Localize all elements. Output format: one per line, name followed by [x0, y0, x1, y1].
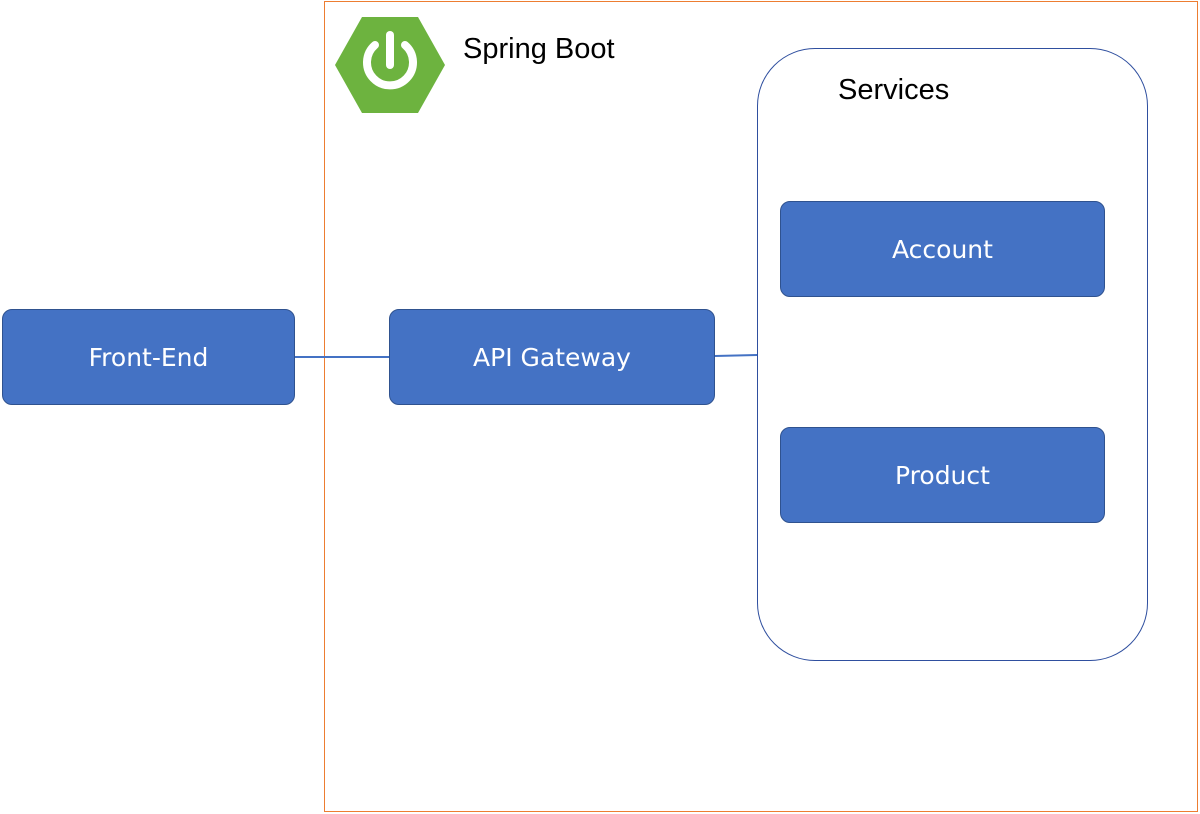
product-service-node: Product	[780, 427, 1105, 523]
frontend-node: Front-End	[2, 309, 295, 405]
spring-boot-logo-icon	[335, 17, 445, 113]
spring-boot-title: Spring Boot	[463, 33, 615, 65]
services-container	[757, 48, 1148, 661]
account-service-node: Account	[780, 201, 1105, 297]
api-gateway-node: API Gateway	[389, 309, 715, 405]
services-title: Services	[838, 74, 950, 106]
spring-boot-container	[324, 1, 1198, 812]
logo-power-arc	[363, 41, 417, 90]
